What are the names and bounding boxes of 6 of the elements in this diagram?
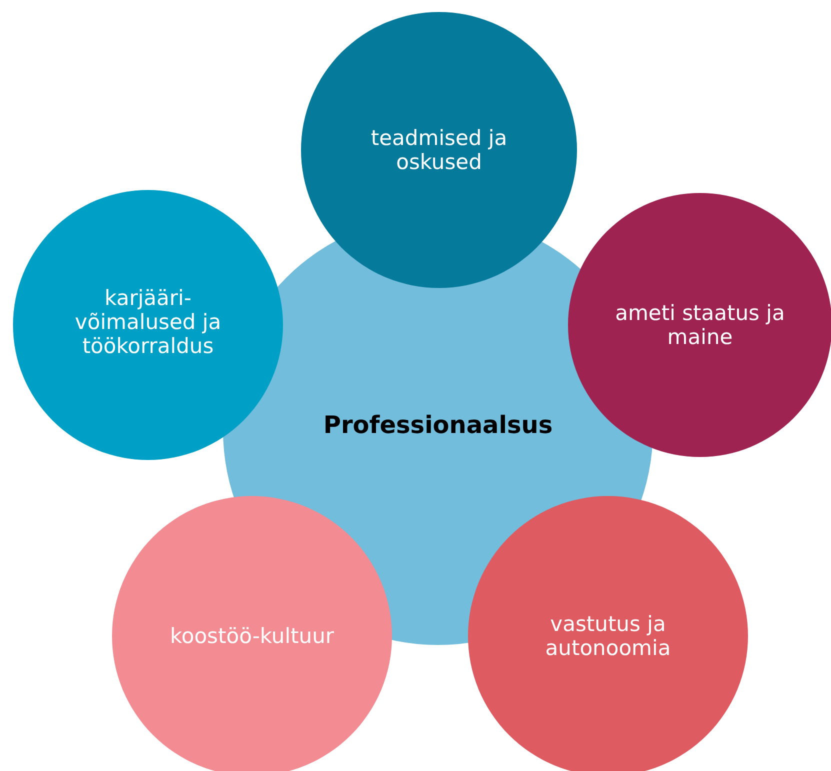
circle-label: karjääri- võimalused ja töökorraldus bbox=[74, 286, 222, 358]
center-title: Professionaalsus bbox=[322, 413, 554, 437]
circle-label: vastutus ja autonoomia bbox=[544, 612, 672, 660]
circle-label: teadmised ja oskused bbox=[370, 126, 508, 174]
circle-label: koostöö-kultuur bbox=[168, 624, 336, 648]
circle-label: ameti staatus ja maine bbox=[614, 301, 786, 349]
